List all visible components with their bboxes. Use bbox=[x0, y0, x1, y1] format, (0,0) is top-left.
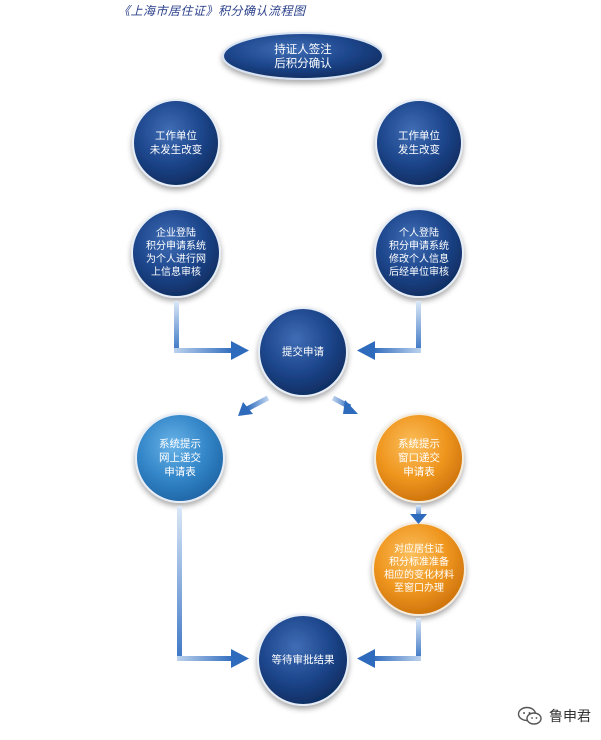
changed-node bbox=[375, 99, 463, 187]
start-label: 持证人签注 后积分确认 bbox=[274, 42, 332, 70]
changed-label: 工作单位 发生改变 bbox=[398, 130, 440, 156]
window-prompt-label: 系统提示 窗口递交 申请表 bbox=[398, 438, 440, 478]
watermark: 鲁申君 bbox=[517, 706, 591, 726]
arrow-submit-to-window bbox=[331, 395, 358, 414]
start-node bbox=[222, 32, 384, 80]
personal-login-node bbox=[374, 208, 464, 298]
online-prompt-label: 系统提示 网上递交 申请表 bbox=[159, 438, 201, 478]
arrow-window-to-materials bbox=[410, 505, 427, 524]
page-title: 《上海市居住证》积分确认流程图 bbox=[118, 4, 306, 18]
arrow-materials-to-result bbox=[357, 618, 421, 668]
unchanged-node bbox=[132, 99, 220, 187]
unchanged-label: 工作单位 未发生改变 bbox=[149, 130, 203, 156]
wechat-icon bbox=[517, 706, 542, 725]
arrow-submit-to-online bbox=[238, 395, 270, 416]
submit-node bbox=[258, 307, 348, 397]
result-node bbox=[257, 614, 349, 706]
enterprise-login-label: 企业登陆 积分申请系统 为个人进行网 上信息审核 bbox=[146, 228, 206, 278]
arrow-online-to-result bbox=[177, 506, 249, 668]
materials-label: 对应居住证 积分标准准备 相应的变化材料 至窗口办理 bbox=[384, 544, 454, 594]
enterprise-login-node bbox=[131, 208, 221, 298]
online-prompt-node bbox=[135, 413, 225, 503]
arrow-left-to-submit bbox=[174, 301, 249, 360]
watermark-text: 鲁申君 bbox=[549, 709, 591, 725]
submit-label: 提交申请 bbox=[282, 346, 324, 358]
window-prompt-node bbox=[374, 413, 464, 503]
result-label: 等待审批结果 bbox=[271, 654, 335, 666]
arrow-right-to-submit bbox=[357, 301, 421, 360]
personal-login-label: 个人登陆 积分申请系统 修改个人信息 后经单位审核 bbox=[389, 228, 449, 278]
